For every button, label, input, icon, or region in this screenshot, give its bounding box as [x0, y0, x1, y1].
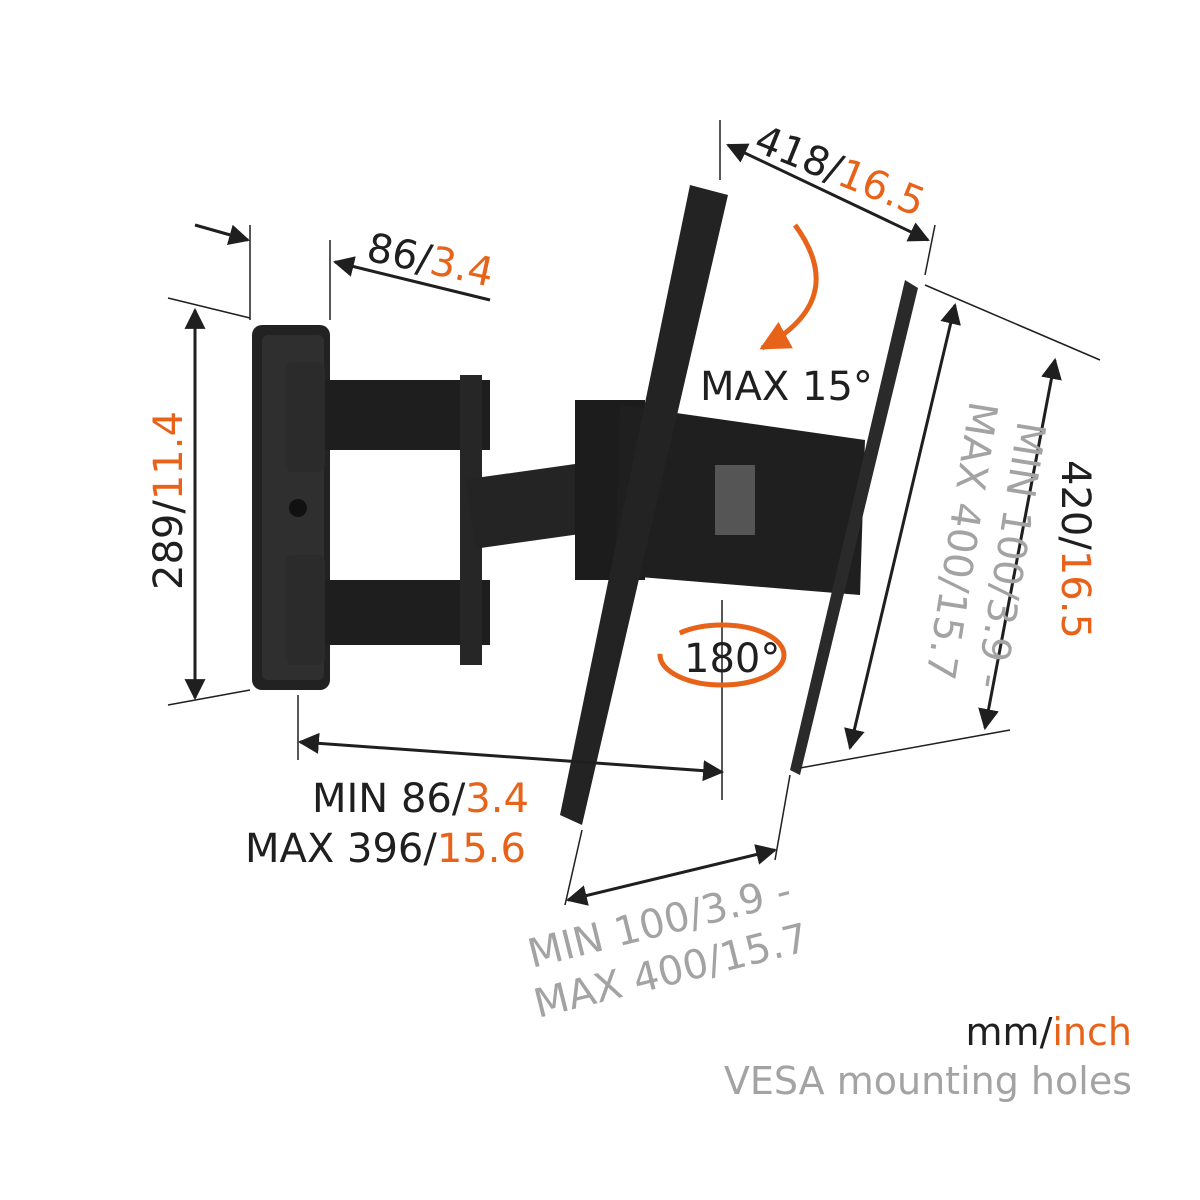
extension-label: MIN 86/3.4 MAX 396/15.6: [245, 776, 529, 872]
tilt-label: MAX 15°: [700, 364, 873, 410]
pivot-column: [460, 375, 482, 665]
swivel-label: 180°: [684, 636, 780, 682]
svg-text:VESA mounting holes: VESA mounting holes: [724, 1059, 1132, 1103]
svg-text:MAX 396/15.6: MAX 396/15.6: [245, 826, 526, 872]
extension-arm: [465, 461, 605, 549]
dimension-lines: [167, 120, 1101, 906]
bracket-height-label: 420/16.5: [1052, 460, 1098, 639]
left-vertical-rail: [560, 185, 728, 825]
vesa-vertical-label: MIN 100/3.9 - MAX 400/15.7: [916, 398, 1053, 691]
legend: mm/inch VESA mounting holes: [724, 1010, 1132, 1103]
svg-text:MIN 86/3.4: MIN 86/3.4: [312, 776, 529, 822]
bracket-width-label: 418/16.5: [748, 117, 931, 227]
svg-text:mm/inch: mm/inch: [966, 1010, 1132, 1054]
swivel-arrow-icon: [657, 622, 787, 688]
height-label: 289/11.4: [146, 411, 192, 590]
wall-plate-hole: [289, 499, 307, 517]
tilt-arrow-icon: [759, 223, 819, 351]
vesa-horizontal-label: MIN 100/3.9 - MAX 400/15.7: [523, 868, 813, 1028]
